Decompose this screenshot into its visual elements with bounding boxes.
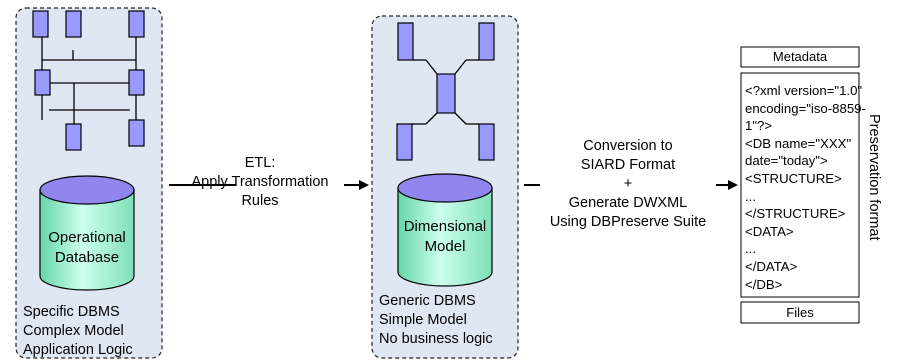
xml-line: <STRUCTURE>: [745, 170, 842, 186]
table-box: [128, 10, 145, 38]
dimensional-schema-tables: [396, 22, 495, 161]
table-box: [32, 10, 49, 38]
etl-label: ETL: Apply Transformation Rules: [180, 154, 340, 211]
xml-line: date="today">: [745, 153, 828, 169]
operational-database-label: Operational Database: [40, 228, 134, 268]
preservation-format-label: Preservation format: [866, 114, 882, 241]
dimension-table-box: [396, 123, 413, 161]
xml-line: ...: [745, 241, 756, 257]
conversion-label-line-2: SIARD Format: [580, 157, 676, 173]
dimensional-schema-connectors: [412, 59, 479, 125]
xml-line: </STRUCTURE>: [745, 206, 846, 222]
operational-schema-tables: [32, 10, 145, 151]
dimensional-database-label-text: Dimensional Model: [403, 218, 487, 255]
operational-schema-connectors: [41, 37, 137, 124]
table-box: [128, 119, 145, 147]
xml-line: <DB name="XXX": [745, 135, 852, 151]
conversion-label-line-3: +: [623, 176, 633, 192]
dimension-table-box: [478, 123, 495, 161]
dimensional-caption-line-2: Simple Model: [379, 312, 467, 328]
table-box: [34, 69, 51, 96]
xml-line: <DATA>: [745, 223, 794, 239]
conversion-label: Conversion to SIARD Format + Generate DW…: [545, 137, 711, 232]
xml-document-box: [740, 72, 860, 298]
etl-label-line-2: Apply Transformation: [191, 174, 329, 190]
xml-line: <?xml version="1.0": [745, 83, 863, 98]
metadata-box: [740, 46, 860, 68]
etl-label-line-1: ETL:: [244, 155, 276, 171]
dimension-table-box: [478, 22, 495, 61]
fact-table-box: [436, 73, 456, 114]
operational-caption-line-1: Specific DBMS: [23, 304, 120, 320]
operational-caption: Specific DBMS Complex Model Application …: [23, 303, 133, 360]
table-box: [65, 10, 82, 38]
table-box: [128, 69, 145, 96]
operational-caption-line-2: Complex Model: [23, 323, 124, 339]
metadata-label: Metadata: [772, 49, 828, 64]
etl-label-line-3: Rules: [241, 193, 279, 209]
xml-line: encoding="iso-8859-: [745, 100, 866, 116]
dimensional-caption: Generic DBMS Simple Model No business lo…: [379, 292, 493, 349]
conversion-label-line-4: Generate DWXML: [568, 195, 688, 211]
operational-caption-line-3: Application Logic: [23, 342, 133, 358]
dimensional-caption-line-3: No business logic: [379, 331, 493, 347]
files-box: [740, 301, 860, 324]
operational-database-cylinder: [39, 175, 135, 291]
dimensional-database-label: Dimensional Model: [398, 217, 492, 257]
dimensional-caption-line-1: Generic DBMS: [379, 293, 476, 309]
xml-document-content: <?xml version="1.0" encoding="iso-8859- …: [745, 82, 866, 293]
xml-line: </DATA>: [745, 258, 798, 274]
conversion-label-line-1: Conversion to: [583, 138, 673, 154]
xml-line: ...: [745, 188, 756, 204]
dimensional-database-cylinder: [397, 173, 493, 287]
dimension-table-box: [397, 22, 414, 61]
operational-database-label-text: Operational Database: [48, 229, 126, 266]
xml-line: 1"?>: [745, 118, 773, 134]
xml-line: </DB>: [745, 276, 783, 292]
table-box: [65, 123, 82, 151]
files-label: Files: [786, 305, 814, 320]
conversion-label-line-5: Using DBPreserve Suite: [549, 214, 707, 230]
